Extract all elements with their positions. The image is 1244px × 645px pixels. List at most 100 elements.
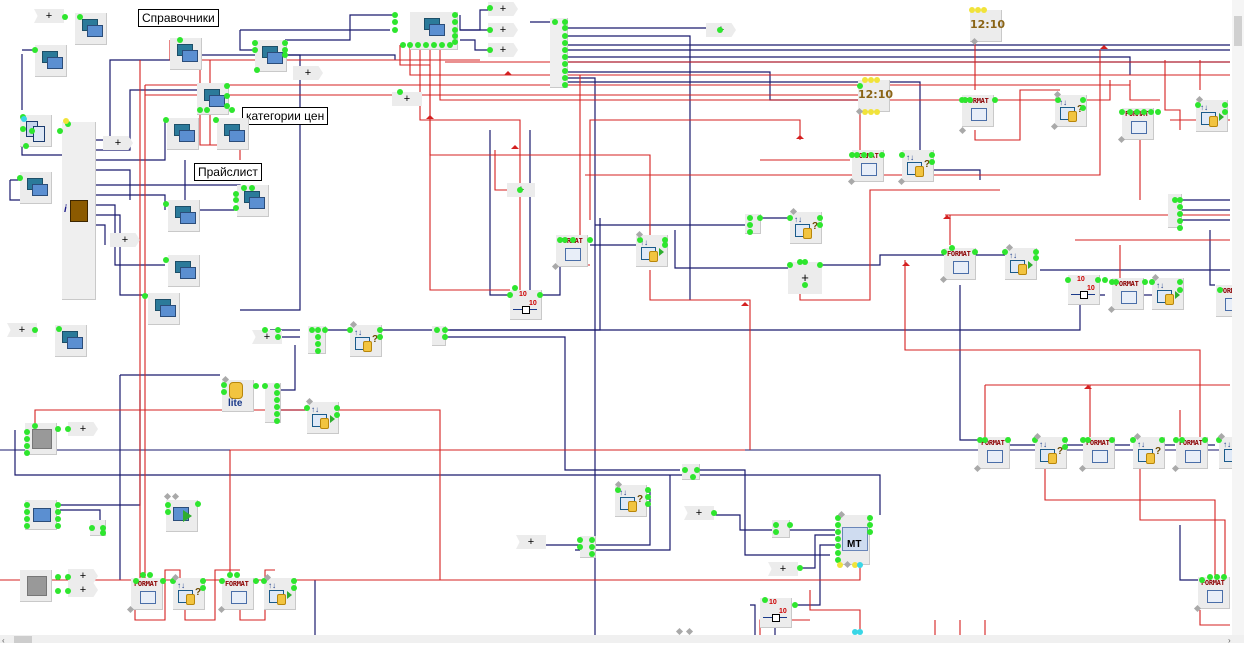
- horizontal-scrollbar[interactable]: [0, 635, 1244, 643]
- run-form-node[interactable]: [166, 500, 198, 532]
- connection-port[interactable]: [941, 249, 947, 255]
- report-node[interactable]: MT: [838, 515, 870, 565]
- format-node[interactable]: FORMAT: [1216, 285, 1232, 317]
- label-price-categories[interactable]: категории цен: [242, 107, 329, 125]
- connection-port[interactable]: [562, 68, 568, 74]
- form-window-node[interactable]: [167, 118, 199, 150]
- connection-port[interactable]: [252, 40, 258, 46]
- connection-port[interactable]: [253, 578, 259, 584]
- connection-port[interactable]: [160, 578, 166, 584]
- connection-port[interactable]: [837, 562, 843, 568]
- connection-port[interactable]: [1177, 287, 1183, 293]
- connection-port[interactable]: [757, 215, 763, 221]
- connection-port[interactable]: [562, 40, 568, 46]
- connection-port[interactable]: [322, 327, 328, 333]
- plus-operator[interactable]: +: [34, 9, 64, 23]
- connection-port[interactable]: [291, 578, 297, 584]
- connection-port[interactable]: [512, 285, 518, 291]
- connection-port[interactable]: [857, 629, 863, 635]
- connection-port[interactable]: [165, 509, 171, 515]
- connection-port[interactable]: [1221, 574, 1227, 580]
- connection-port[interactable]: [835, 536, 841, 542]
- connection-port[interactable]: [1102, 277, 1108, 283]
- connection-port[interactable]: [304, 405, 310, 411]
- plus-operator[interactable]: +: [293, 66, 323, 80]
- connection-port[interactable]: [717, 27, 723, 33]
- button-node[interactable]: [20, 570, 52, 602]
- connection-port[interactable]: [562, 25, 568, 31]
- form-window-node[interactable]: [255, 40, 287, 72]
- connection-port[interactable]: [29, 128, 35, 134]
- connection-port[interactable]: [835, 550, 841, 556]
- plus-operator[interactable]: +: [488, 43, 518, 57]
- connection-port[interactable]: [24, 509, 30, 515]
- table-query-node[interactable]: ↑↓?: [1035, 437, 1067, 469]
- horizontal-scroll-thumb[interactable]: [14, 636, 32, 643]
- connection-port[interactable]: [1080, 97, 1086, 103]
- connection-port[interactable]: [981, 7, 987, 13]
- connection-port[interactable]: [227, 572, 233, 578]
- connection-port[interactable]: [797, 259, 803, 265]
- connection-port[interactable]: [415, 42, 421, 48]
- connection-port[interactable]: [854, 152, 860, 158]
- connection-port[interactable]: [562, 61, 568, 67]
- plus-operator[interactable]: +: [68, 583, 98, 597]
- connection-port[interactable]: [1177, 218, 1183, 224]
- connection-port[interactable]: [282, 52, 288, 58]
- plus-operator[interactable]: +: [392, 92, 422, 106]
- connection-port[interactable]: [77, 14, 83, 20]
- connection-port[interactable]: [224, 83, 230, 89]
- connection-port[interactable]: [392, 12, 398, 18]
- plus-operator[interactable]: +: [768, 562, 798, 576]
- connection-port[interactable]: [773, 522, 779, 528]
- connection-port[interactable]: [142, 293, 148, 299]
- connection-port[interactable]: [274, 390, 280, 396]
- connection-port[interactable]: [65, 588, 71, 594]
- connection-port[interactable]: [802, 259, 808, 265]
- connection-port[interactable]: [334, 412, 340, 418]
- connection-port[interactable]: [857, 562, 863, 568]
- plus-operator[interactable]: +: [788, 262, 822, 294]
- connection-port[interactable]: [852, 629, 858, 635]
- connection-port[interactable]: [1172, 197, 1178, 203]
- connection-port[interactable]: [874, 77, 880, 83]
- connection-port[interactable]: [252, 47, 258, 53]
- connection-port[interactable]: [177, 37, 183, 43]
- connection-port[interactable]: [797, 565, 803, 571]
- connection-port[interactable]: [992, 97, 998, 103]
- connection-port[interactable]: [487, 5, 493, 11]
- connection-port[interactable]: [637, 237, 643, 243]
- connection-port[interactable]: [867, 515, 873, 521]
- connection-port[interactable]: [1214, 574, 1220, 580]
- form-window-node[interactable]: [168, 255, 200, 287]
- connection-port[interactable]: [787, 215, 793, 221]
- connection-port[interactable]: [773, 529, 779, 535]
- connection-port[interactable]: [65, 574, 71, 580]
- connection-port[interactable]: [452, 27, 458, 33]
- format-node[interactable]: FORMAT: [944, 248, 976, 280]
- connection-port[interactable]: [397, 89, 403, 95]
- connection-port[interactable]: [972, 249, 978, 255]
- plus-operator[interactable]: +: [68, 422, 98, 436]
- connection-port[interactable]: [835, 515, 841, 521]
- connection-port[interactable]: [969, 7, 975, 13]
- connection-port[interactable]: [1177, 225, 1183, 231]
- table-query-node[interactable]: ↑↓?: [790, 212, 822, 244]
- connection-port[interactable]: [262, 383, 268, 389]
- connection-port[interactable]: [1217, 287, 1223, 293]
- form-window-node[interactable]: [148, 293, 180, 325]
- junction-node[interactable]: [265, 383, 281, 423]
- label-reference-books[interactable]: Справочники: [138, 9, 219, 27]
- table-exec-node[interactable]: ↑↓: [307, 402, 339, 434]
- connection-port[interactable]: [133, 578, 139, 584]
- label-price-list[interactable]: Прайслист: [194, 163, 262, 181]
- table-exec-node[interactable]: ↑↓: [264, 578, 296, 610]
- connection-port[interactable]: [1202, 437, 1208, 443]
- connection-port[interactable]: [562, 75, 568, 81]
- connection-port[interactable]: [195, 501, 201, 507]
- connection-port[interactable]: [275, 327, 281, 333]
- connection-port[interactable]: [315, 341, 321, 347]
- connection-port[interactable]: [200, 585, 206, 591]
- plus-operator[interactable]: +: [103, 136, 133, 150]
